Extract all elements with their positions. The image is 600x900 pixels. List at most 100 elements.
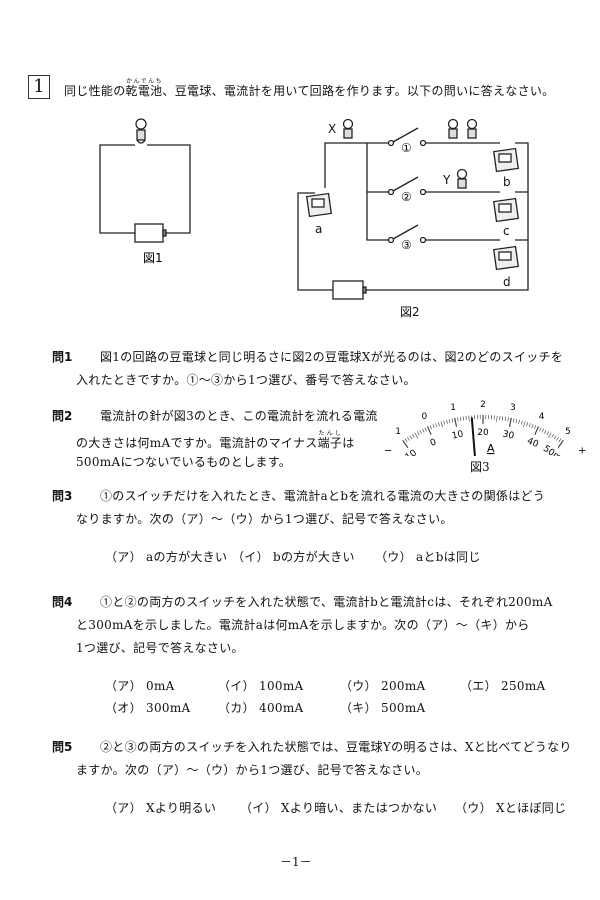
figure-1-caption: 図1 [143,251,163,265]
label-a: a [315,222,322,236]
top-scale-label: 0 [422,412,428,422]
answer-choice: （ア） 0mA [105,679,175,693]
scale-tick [534,425,537,430]
figure-2-caption: 図2 [400,305,420,319]
top-scale-label: 5 [565,427,571,437]
scale-tick [515,419,518,424]
label-switch-3: ③ [401,238,412,252]
label-d: d [503,275,511,289]
question-text-line: ①のスイッチだけを入れたとき、電流計aとbを流れる電流の大きさの関係はどう [100,489,546,503]
scale-tick [454,417,458,427]
figure-1-circuit [99,118,191,243]
bottom-scale-label: 10 [404,448,419,456]
scale-tick [417,431,420,436]
answer-choice: （イ） 100mA [218,679,304,693]
scale-tick [459,416,462,421]
ruby-base: 端子 [317,436,343,450]
top-scale-label: 1 [450,403,456,413]
scale-tick [414,432,418,439]
plus-terminal-label: + [578,445,586,456]
scale-tick [451,418,454,423]
answer-choice: （キ） 500mA [340,701,426,715]
ruby-reading: たんし [317,430,343,437]
scale-tick [528,423,531,428]
question-text-line: ますか。次の（ア）～（ウ）から1つ選び、記号で答えなさい。 [76,763,429,777]
bottom-scale-label: 30 [502,430,516,442]
top-scale-label: 4 [539,412,545,422]
answer-choice: （ウ） Xとほぼ同じ [455,801,567,815]
answer-choice: （ウ） aとbは同じ [375,550,481,564]
scale-tick [402,440,409,449]
scale-tick [539,427,542,432]
question-3-label: 問3 [52,489,73,503]
scale-tick [553,435,557,440]
question-text-line: 図1の回路の豆電球と同じ明るさに図2の豆電球Xが光るのは、図2のどのスイッチを [100,350,564,364]
problem-number: 1 [28,75,50,99]
scale-tick [432,424,435,429]
intro-text-pre: 同じ性能の [64,84,126,98]
ruby-base: 乾電池 [125,84,163,98]
scale-tick [520,420,523,425]
scale-tick [457,417,459,422]
scale-tick [507,417,509,422]
scale-tick [440,421,443,428]
scale-tick [404,438,408,443]
top-scale-label: 1 [395,427,401,437]
answer-choice: （ア） aの方が大きい [105,550,228,564]
scale-tick [544,429,547,434]
bulb-icon [466,118,478,139]
question-2-label: 問2 [52,409,73,423]
bulb-icon [447,118,459,139]
bulb-y-icon [456,168,468,189]
answer-choice: （イ） bの方が大きい [232,550,355,564]
battery-icon [134,223,167,243]
scale-tick [534,426,539,435]
problem-intro: 同じ性能の乾電池かんでんち、豆電球、電流計を用いて回路を作ります。以下の問いに答… [64,78,554,99]
bottom-scale-label: 20 [477,428,489,438]
scale-tick [429,425,432,430]
switch-1 [387,127,427,147]
scale-tick [548,432,552,439]
scale-tick [409,435,413,440]
question-text-line: なりますか。次の（ア）～（ウ）から1つ選び、記号で答えなさい。 [76,512,453,526]
scale-tick [412,434,415,438]
scale-tick [435,423,438,428]
scale-tick [518,419,520,424]
text: の大きさは何mAですか。電流計のマイナス [76,436,318,450]
label-y: Y [442,173,451,187]
question-1-label: 問1 [52,350,73,364]
scale-tick [424,427,427,432]
switch-2 [387,176,427,196]
bulb-x-icon [342,118,354,139]
scale-tick [407,436,410,441]
bottom-scale-label: 0 [429,437,438,449]
figure-2-circuit [297,118,529,300]
question-text-line: 入れたときですか。①～③から1つ選び、番号で答えなさい。 [76,373,416,387]
scale-tick [448,419,451,424]
ammeter-b-icon [492,147,520,173]
ruby-reading: かんでんち [125,78,163,85]
intro-text-post: 、豆電球、電流計を用いて回路を作ります。以下の問いに答えなさい。 [162,84,555,98]
ammeter-a-icon [305,192,333,218]
scale-tick [446,419,448,424]
ruby-kandenchi: 乾電池かんでんち [125,78,163,98]
question-4-label: 問4 [52,595,73,609]
scale-tick [512,418,515,423]
ammeter-c-icon [492,197,520,223]
label-x: X [328,122,336,136]
scale-tick [462,416,464,421]
scale-tick [496,415,498,422]
question-text-line: ②と③の両方のスイッチを入れた状態では、豆電球Yの明るさは、Xと比べてどうなり [100,740,572,754]
question-text-line: と300mAを示しました。電流計aは何mAを示しますか。次の（ア）～（キ）から [76,618,530,632]
minus-terminal-label: − [385,445,392,456]
scale-tick [558,438,562,443]
answer-choice: （エ） 250mA [460,679,546,693]
scale-tick [437,422,440,427]
meter-needle [470,417,476,456]
answer-choice: （カ） 400mA [218,701,304,715]
top-scale-label: 3 [510,403,516,413]
bottom-scale-label: 50mA [541,444,569,456]
answer-choice: （ア） Xより明るい [105,801,217,815]
